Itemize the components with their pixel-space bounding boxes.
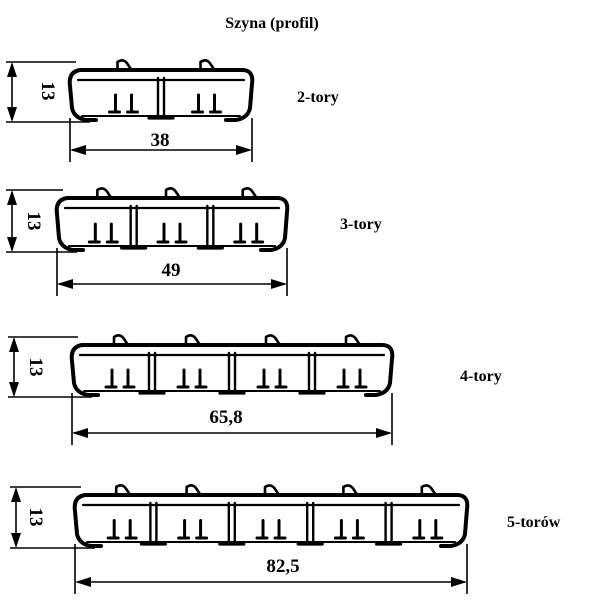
rail-hook	[264, 334, 282, 347]
width-arrow-right	[236, 145, 252, 155]
height-dimension-5-torow: 13	[25, 508, 46, 527]
rail-glide	[239, 222, 259, 242]
rail-profile	[72, 484, 470, 548]
profile-4-tory	[8, 334, 395, 445]
profile-5-torow	[10, 484, 470, 594]
width-dimension-3-tory: 49	[162, 260, 181, 281]
profile-label-3-tory: 3-tory	[340, 216, 382, 233]
rail-hook	[96, 187, 113, 200]
rail-glide	[162, 222, 182, 242]
rail-glide	[93, 222, 113, 242]
rail-glide	[261, 519, 281, 538]
width-dimension-4-tory: 65,8	[209, 407, 242, 428]
rail-hook	[116, 59, 133, 72]
profile-2-tory	[6, 59, 255, 162]
rail-glide	[112, 519, 132, 538]
height-arrow-top	[7, 62, 17, 77]
height-dimension-2-tory: 13	[37, 82, 58, 101]
height-arrow-bottom	[11, 533, 21, 548]
rail-hook	[184, 334, 202, 347]
rail-web	[129, 204, 138, 248]
height-arrow-bottom	[9, 382, 19, 397]
rail-glide	[183, 519, 203, 538]
profile-label-2-tory: 2-tory	[297, 89, 339, 106]
rail-hook	[344, 334, 362, 347]
rail-web	[206, 204, 215, 248]
rail-web	[156, 76, 166, 118]
rail-glide	[342, 368, 362, 387]
width-arrow-left	[75, 577, 91, 587]
rail-hook	[241, 187, 258, 200]
rail-hook	[114, 484, 132, 497]
width-arrow-left	[57, 279, 73, 289]
rail-web	[227, 351, 237, 393]
width-arrow-right	[376, 428, 392, 438]
rail-web	[149, 501, 158, 544]
rail-glide	[114, 93, 133, 112]
profile-label-4-tory: 4-tory	[460, 368, 502, 385]
rail-profile	[69, 334, 395, 397]
width-arrow-right	[451, 577, 467, 587]
rail-hook	[420, 484, 438, 497]
width-dimension-5-torow: 82,5	[266, 556, 299, 577]
rail-profile	[54, 187, 290, 252]
width-dimension-2-tory: 38	[151, 130, 170, 151]
rail-outer-contour	[72, 493, 470, 548]
rail-web	[227, 501, 236, 544]
width-arrow-left	[72, 428, 88, 438]
rail-glide	[197, 93, 216, 112]
rail-outer-contour	[67, 68, 255, 122]
rail-glide	[418, 519, 438, 538]
rail-web	[147, 351, 157, 393]
rail-outer-contour	[54, 196, 290, 252]
rail-hook	[164, 187, 182, 200]
rail-profile	[67, 59, 255, 122]
rail-hook	[342, 484, 359, 497]
height-dimension-4-tory: 13	[25, 358, 46, 377]
rail-hook	[112, 334, 130, 347]
rail-hook	[185, 484, 202, 497]
rail-web	[307, 351, 317, 393]
rail-glide	[110, 368, 130, 387]
height-arrow-top	[9, 337, 19, 352]
profile-3-tory	[6, 187, 290, 296]
rail-hook	[263, 484, 281, 497]
rail-web	[384, 501, 393, 544]
rail-outer-contour	[69, 343, 395, 397]
height-arrow-top	[11, 487, 21, 502]
width-arrow-right	[271, 279, 287, 289]
height-arrow-bottom	[7, 237, 17, 252]
rail-glide	[262, 368, 282, 387]
rail-glide	[339, 519, 359, 538]
height-arrow-top	[7, 190, 17, 205]
rail-glide	[182, 368, 202, 387]
height-arrow-bottom	[7, 107, 17, 122]
profile-label-5-torow: 5-torów	[507, 514, 561, 531]
width-arrow-left	[70, 145, 86, 155]
rail-hook	[199, 59, 216, 72]
page-title: Szyna (profil)	[225, 15, 318, 32]
rail-web	[306, 501, 315, 544]
height-dimension-3-tory: 13	[23, 212, 44, 231]
